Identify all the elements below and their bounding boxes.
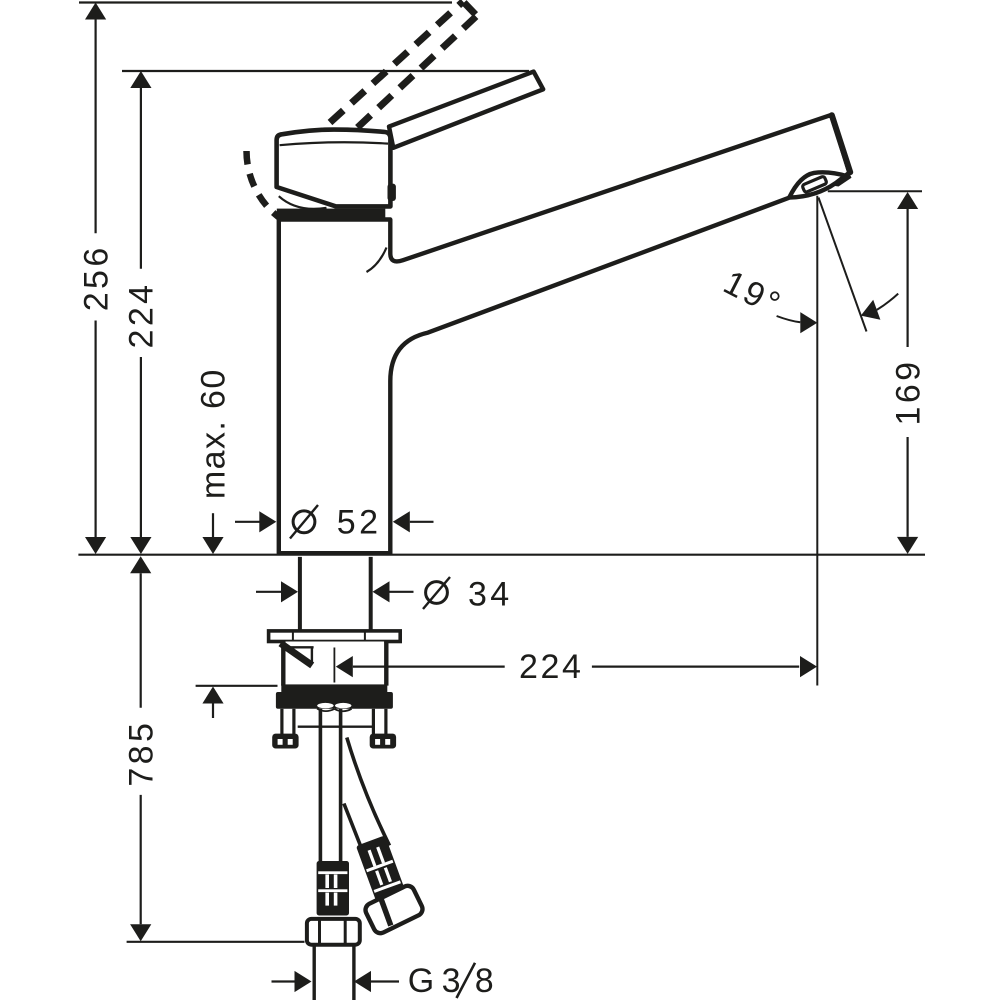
svg-text:G38: G38 <box>408 962 494 1000</box>
svg-text:785: 785 <box>122 720 160 787</box>
svg-text:224: 224 <box>123 282 161 349</box>
svg-text:224: 224 <box>519 648 584 686</box>
svg-text:max. 60: max. 60 <box>195 368 233 499</box>
svg-text:256: 256 <box>77 244 115 311</box>
svg-text:34: 34 <box>468 576 513 614</box>
svg-text:52: 52 <box>337 504 382 542</box>
svg-text:169: 169 <box>889 359 927 426</box>
